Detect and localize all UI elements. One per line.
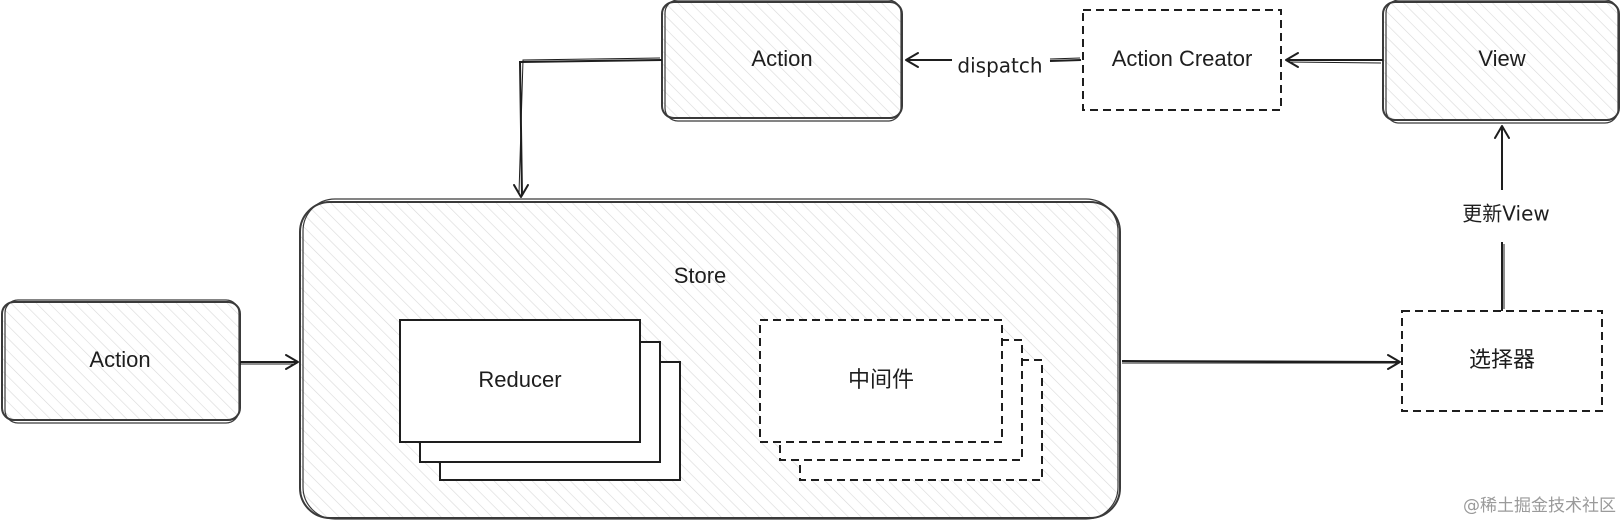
edge-action-left-to-store xyxy=(240,354,299,370)
edge-update-view: 更新View xyxy=(1462,125,1550,311)
edge-action-to-store xyxy=(513,57,663,198)
edge-dispatch: dispatch xyxy=(905,52,1082,78)
action-top-node: Action xyxy=(661,0,903,122)
action-creator-node: Action Creator xyxy=(1082,9,1282,111)
store-label: Store xyxy=(674,263,727,288)
middleware-stack: 中间件 xyxy=(759,319,1043,481)
watermark: @稀土掘金技术社区 xyxy=(1463,496,1616,516)
action-top-label: Action xyxy=(751,46,812,71)
edge-store-to-selector xyxy=(1121,354,1401,370)
reducer-stack: Reducer xyxy=(399,319,681,481)
selector-label: 选择器 xyxy=(1469,347,1535,372)
action-left-node: Action xyxy=(1,299,241,424)
middleware-label: 中间件 xyxy=(848,367,914,392)
selector-node: 选择器 xyxy=(1401,310,1603,412)
reducer-label: Reducer xyxy=(478,367,561,392)
update-view-label: 更新View xyxy=(1462,202,1549,226)
view-node: View xyxy=(1382,0,1620,124)
dispatch-label: dispatch xyxy=(957,54,1042,78)
action-creator-label: Action Creator xyxy=(1112,46,1253,71)
action-left-label: Action xyxy=(89,347,150,372)
view-label: View xyxy=(1478,46,1525,71)
edge-view-to-action-creator xyxy=(1285,52,1383,68)
